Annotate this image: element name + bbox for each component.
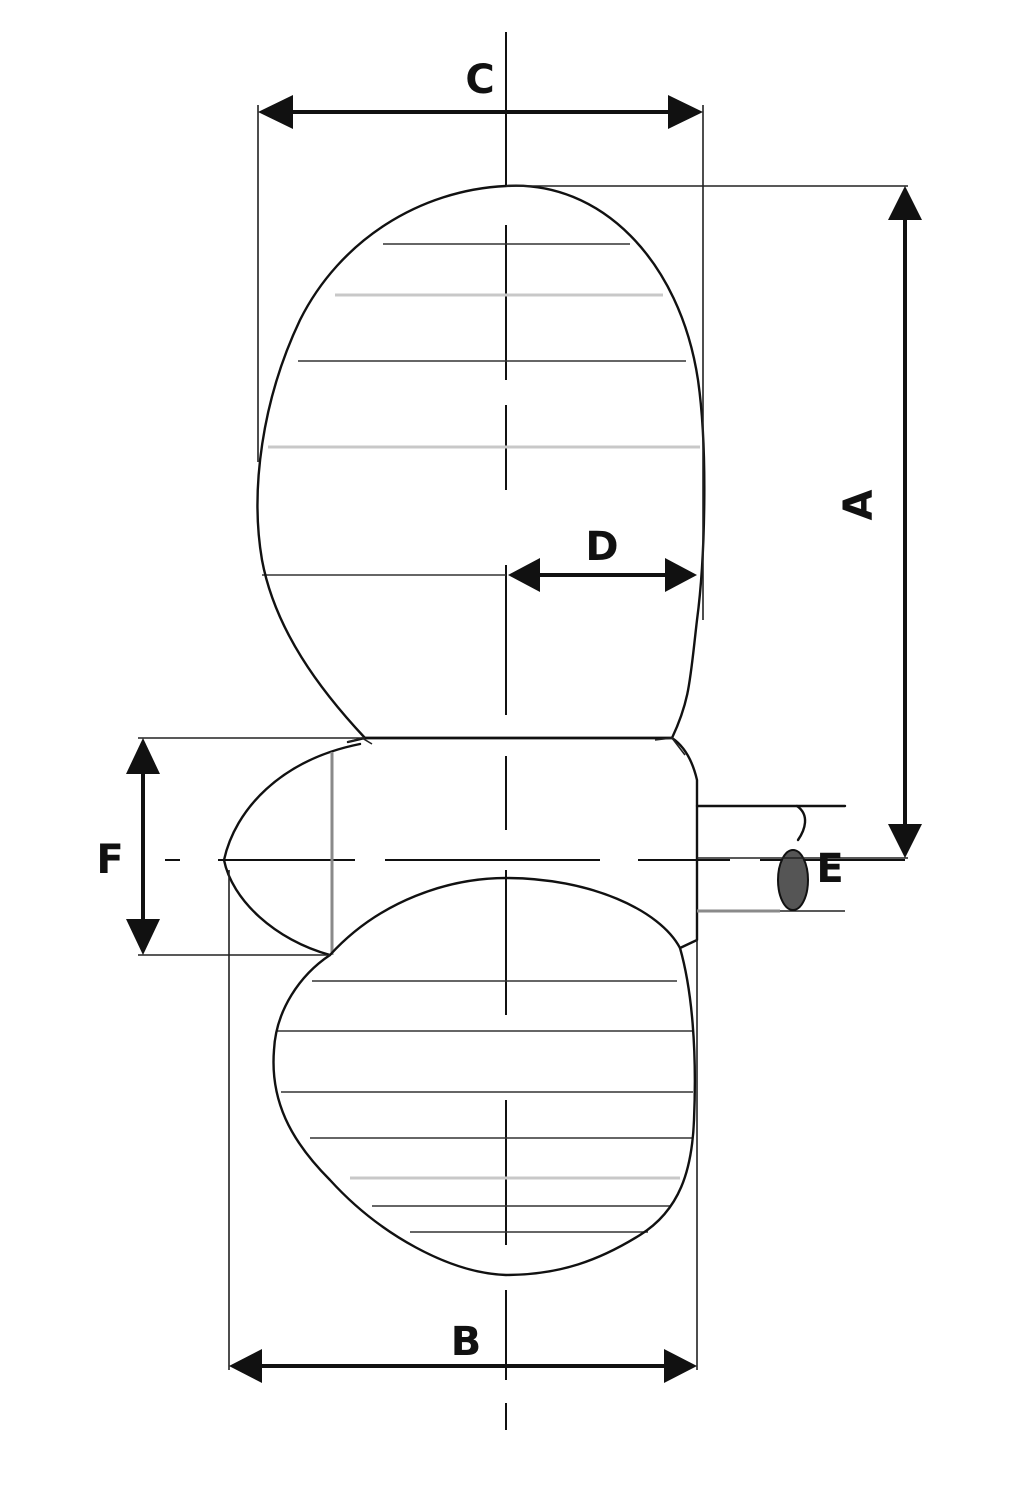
label-b: B <box>451 1319 482 1365</box>
label-a: A <box>836 489 882 520</box>
label-e: E <box>816 846 843 892</box>
label-d: D <box>585 524 618 570</box>
dimension-f: F <box>96 738 160 955</box>
dimension-b: B <box>229 1319 697 1383</box>
extension-lines <box>138 105 908 1370</box>
label-c: C <box>465 57 494 103</box>
shaft-break-symbol <box>777 849 809 911</box>
shaft <box>695 804 847 913</box>
dimension-a: A <box>836 186 922 858</box>
lower-blade <box>272 876 697 1277</box>
hub <box>222 736 699 957</box>
dimension-d: D <box>508 524 697 592</box>
label-f: F <box>96 837 123 883</box>
upper-blade <box>256 184 706 740</box>
dimension-c: C <box>258 57 703 129</box>
dimension-e: E <box>816 846 843 892</box>
